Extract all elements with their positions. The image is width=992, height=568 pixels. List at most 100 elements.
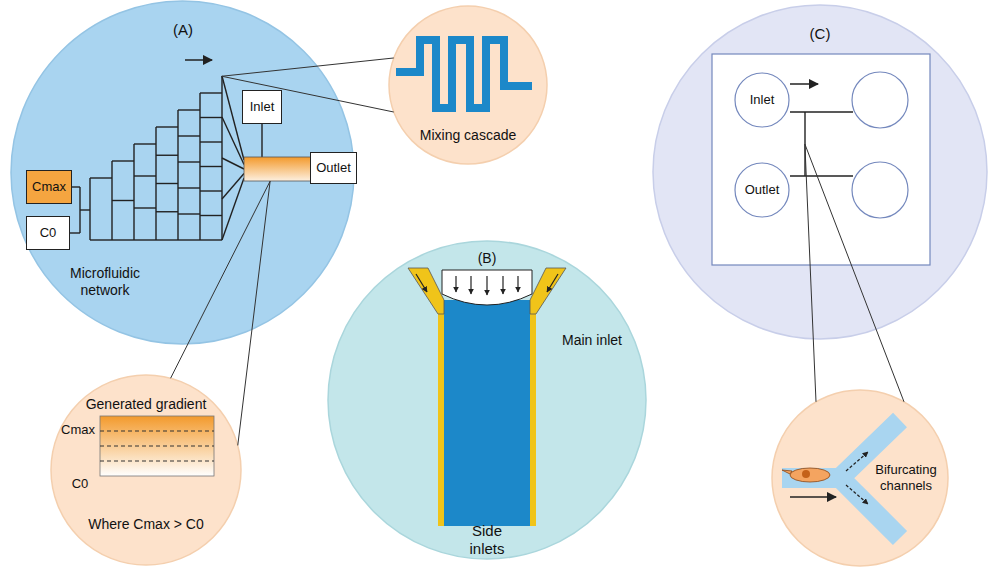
channel-line [200, 166, 222, 167]
concentration-box: Cmax [26, 170, 72, 204]
channel-line [90, 177, 112, 178]
channel-line [178, 109, 200, 110]
level-line [100, 431, 214, 432]
outlet-box: Outlet [310, 152, 357, 184]
channel-line [156, 183, 178, 184]
flow-arrow [486, 276, 487, 295]
channel-line [178, 187, 200, 188]
region-circle [328, 241, 646, 559]
zoom-circle: Mixing cascade [388, 5, 548, 165]
channel-line [134, 239, 156, 240]
part-label: (B) [427, 250, 547, 267]
gradient-channel [244, 157, 312, 181]
panel-label: (A) [153, 21, 213, 39]
port-label: Inlet [250, 99, 275, 115]
part-label: Generated gradient [71, 396, 221, 413]
channel-line [200, 117, 222, 118]
channel-line [178, 213, 200, 214]
region-circle [389, 6, 547, 164]
reservoir-circle [852, 72, 908, 128]
channel-line [156, 155, 178, 156]
node-outline [327, 240, 647, 560]
channel-line [90, 239, 112, 240]
flow-arrow [790, 83, 818, 85]
flow-arrow [185, 59, 212, 61]
channel-line [200, 215, 222, 216]
level-line [100, 461, 214, 462]
port-label: Outlet [745, 182, 780, 198]
main-inlet-port [442, 270, 532, 305]
inlet-box: Inlet [242, 90, 282, 124]
reservoir-circle [852, 162, 908, 218]
zoom-circle: Generated gradientCmaxC0Where Cmax > C0 [50, 374, 242, 566]
channel-line [89, 178, 90, 240]
channel-line [178, 135, 200, 136]
channel-line [112, 239, 134, 240]
channel-line [134, 207, 156, 208]
port-label: Outlet [316, 160, 351, 176]
flow-arrow [455, 276, 456, 292]
channel-line [112, 160, 134, 161]
channel-line [156, 239, 178, 240]
channel-line [156, 126, 178, 127]
channel-line [200, 92, 222, 93]
channel-line [80, 209, 90, 210]
axis-label: C0 [60, 476, 100, 492]
panel-circle: CmaxC0 InletOutlet (A) Microfluidic network [10, 0, 355, 345]
channel-line [156, 211, 178, 212]
flow-arrow [502, 276, 503, 294]
region-circle [772, 390, 948, 566]
axis-label: Cmax [58, 422, 98, 438]
region-circle [653, 5, 987, 339]
channel-line [112, 200, 134, 201]
channel-line [70, 232, 80, 233]
port-circle [735, 163, 789, 217]
channel-line [790, 175, 853, 176]
gradient-swatch [100, 416, 214, 476]
channel-line [177, 110, 178, 240]
channel-line [200, 141, 222, 142]
channel-line [178, 161, 200, 162]
port-label: C0 [40, 225, 57, 241]
panel-circle: InletOutlet (C) [652, 4, 988, 340]
channel-line [133, 144, 134, 240]
part-label: Microfluidic network [60, 265, 150, 299]
part-label: Mixing cascade [398, 127, 538, 144]
flow-arrow [470, 276, 471, 294]
port-circle: Inlet [734, 72, 790, 128]
migrating-cell [790, 468, 830, 482]
channel-line [134, 175, 156, 176]
main-channel [438, 300, 536, 526]
region-circle [11, 1, 354, 344]
channel-line [134, 143, 156, 144]
panel-label: (C) [790, 25, 850, 43]
port-label: Cmax [32, 179, 66, 195]
zoom-circle: Bifurcating channels [771, 389, 949, 567]
channel-line [200, 190, 222, 191]
cell-nucleus [802, 470, 810, 478]
sheath-stream [530, 312, 536, 526]
flow-arrow [790, 496, 836, 498]
port-circle: Outlet [734, 162, 790, 218]
port-label: Inlet [750, 92, 775, 108]
region-circle [51, 375, 241, 565]
part-label: Main inlet [547, 332, 637, 349]
gradient-levels [100, 431, 214, 461]
inlet-channel [261, 124, 262, 157]
channel-line [790, 111, 853, 112]
chip-outline [712, 54, 930, 265]
channel-line [200, 239, 222, 240]
concentration-box: C0 [26, 216, 70, 250]
level-line [100, 446, 214, 447]
port-circle [735, 73, 789, 127]
note-label: Where Cmax > C0 [66, 516, 226, 533]
channel-line [178, 239, 200, 240]
node-outline [652, 4, 988, 340]
sheath-stream [438, 312, 444, 526]
part-label: Bifurcating channels [869, 462, 943, 493]
panel-circle: (B) Main inletSide inlets [327, 240, 647, 560]
panel-label: Side inlets [457, 522, 517, 558]
